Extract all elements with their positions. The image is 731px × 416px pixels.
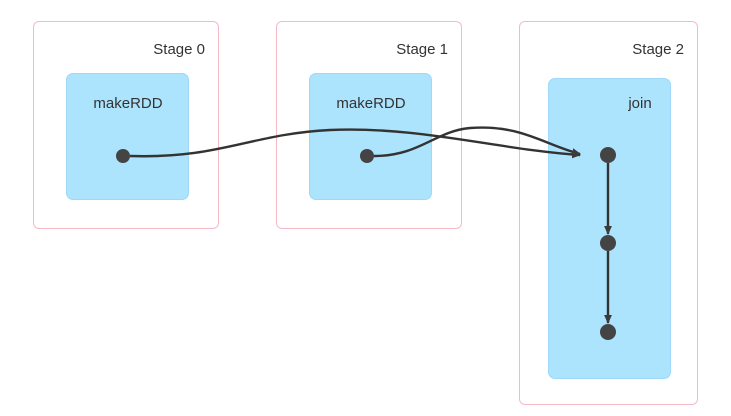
- rdd-label-makerdd-1: makeRDD: [336, 95, 406, 112]
- rdd-box-makerdd-0[interactable]: [66, 73, 189, 200]
- rdd-box-makerdd-1[interactable]: [309, 73, 432, 200]
- stage-box-0[interactable]: [33, 21, 219, 229]
- stage-label-1: Stage 1: [396, 41, 448, 58]
- stage-box-2[interactable]: [519, 21, 698, 405]
- stage-box-1[interactable]: [276, 21, 462, 229]
- rdd-label-makerdd-0: makeRDD: [93, 95, 163, 112]
- stage-label-0: Stage 0: [153, 41, 205, 58]
- rdd-label-join-2: join: [628, 95, 652, 112]
- rdd-box-join-2[interactable]: [548, 78, 671, 379]
- stage-label-2: Stage 2: [632, 41, 684, 58]
